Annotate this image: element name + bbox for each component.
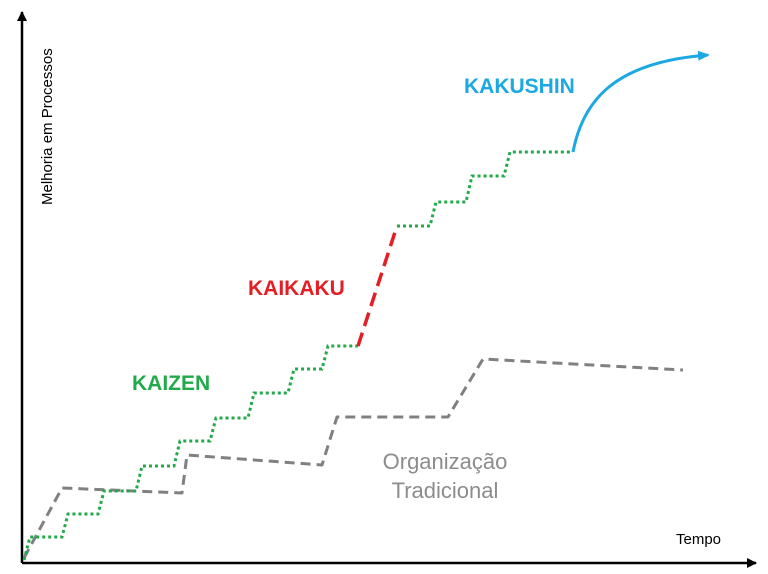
kaikaku-line xyxy=(356,225,399,347)
kaikaku-label: KAIKAKU xyxy=(248,277,345,300)
x-axis-label: Tempo xyxy=(676,531,721,548)
kakushin-label: KAKUSHIN xyxy=(464,75,575,98)
kaizen-label: KAIZEN xyxy=(132,372,210,395)
traditional-organization-label-line1: Organização xyxy=(383,449,508,474)
kaizen-staircase-line-upper xyxy=(397,150,573,228)
kakushin-arrow xyxy=(571,50,710,153)
y-axis-label: Melhoria em Processos xyxy=(39,48,56,205)
traditional-organization-line xyxy=(22,357,684,559)
traditional-organization-label-line2: Tradicional xyxy=(392,478,499,503)
kaizen-staircase-line xyxy=(22,344,358,561)
